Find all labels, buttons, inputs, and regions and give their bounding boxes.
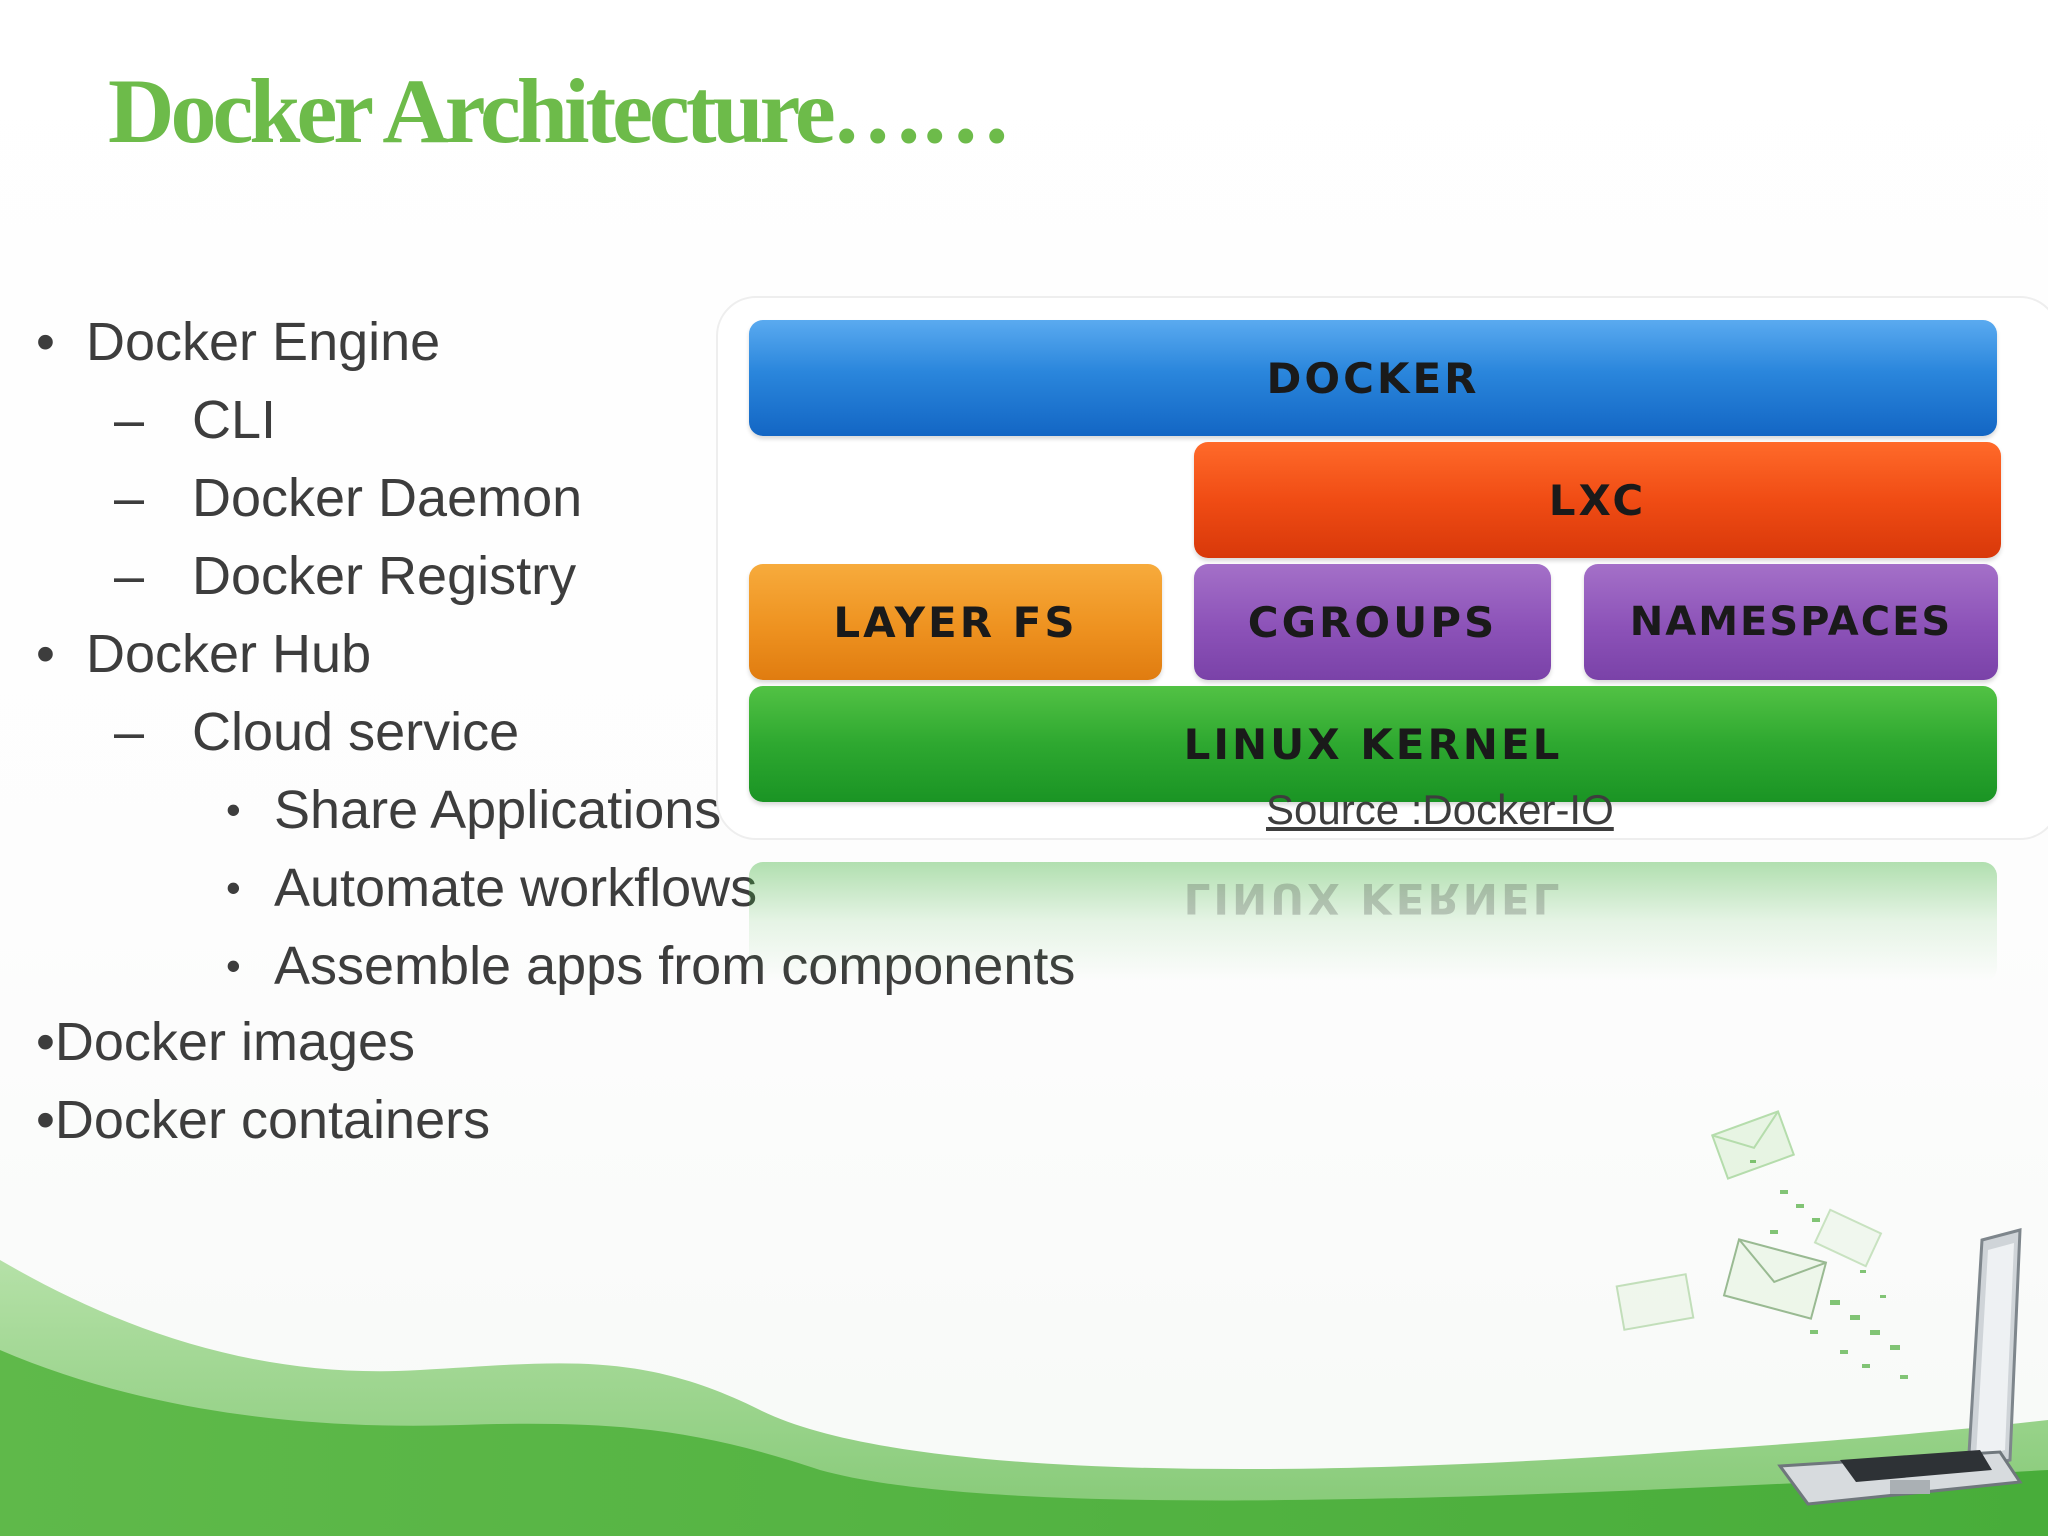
bullet-cloud-service: Cloud service	[192, 702, 520, 762]
laptop-email-illustration	[1615, 1110, 2023, 1506]
green-wave-decoration	[0, 1260, 2048, 1536]
diagram-block-linux-kernel: LINUX KERNEL	[749, 686, 1997, 802]
bullet-marker: •	[226, 942, 241, 989]
bullet-marker: •	[36, 624, 55, 684]
bullet-share-applications: Share Applications	[274, 780, 722, 840]
diagram-reflection: LINUX KERNEL	[749, 862, 1997, 982]
slide-title: Docker Architecture……	[108, 60, 1012, 162]
envelope-icon	[1615, 1273, 1695, 1331]
diagram-reflection-text: LINUX KERNEL	[1183, 874, 1563, 923]
diagram-block-docker: DOCKER	[749, 320, 1997, 436]
bullet-assemble-apps: Assemble apps from components	[274, 936, 1076, 996]
bullet-marker: –	[114, 468, 145, 528]
bullet-automate-workflows: Automate workflows	[274, 858, 758, 918]
bullet-marker: •	[226, 786, 241, 833]
bullet-docker-hub: Docker Hub	[86, 624, 372, 684]
bullet-marker: •	[226, 864, 241, 911]
bullet-cli: CLI	[192, 390, 277, 450]
source-link[interactable]: Source :Docker-IO	[1266, 786, 1614, 833]
bullet-marker: –	[114, 390, 145, 450]
bullet-marker: –	[114, 546, 145, 606]
diagram-block-layer-fs: LAYER FS	[749, 564, 1162, 680]
bullet-docker-daemon: Docker Daemon	[192, 468, 583, 528]
diagram-block-namespaces: NAMESPACES	[1584, 564, 1998, 680]
bullet-marker: –	[114, 702, 145, 762]
bullet-docker-containers: •Docker containers	[36, 1090, 491, 1150]
envelope-icon	[1813, 1208, 1883, 1268]
bullet-list: • Docker Engine – CLI – Docker Daemon – …	[0, 0, 1200, 1200]
data-stream-dots	[1750, 1160, 1908, 1379]
envelope-icon	[1710, 1110, 1796, 1180]
bullet-docker-registry: Docker Registry	[192, 546, 577, 606]
envelope-icon	[1722, 1238, 1828, 1320]
diagram-block-cgroups: CGROUPS	[1194, 564, 1551, 680]
bullet-marker: •	[36, 312, 55, 372]
bullet-docker-engine: Docker Engine	[86, 312, 441, 372]
diagram-block-lxc: LXC	[1194, 442, 2001, 558]
bullet-docker-images: •Docker images	[36, 1012, 416, 1072]
